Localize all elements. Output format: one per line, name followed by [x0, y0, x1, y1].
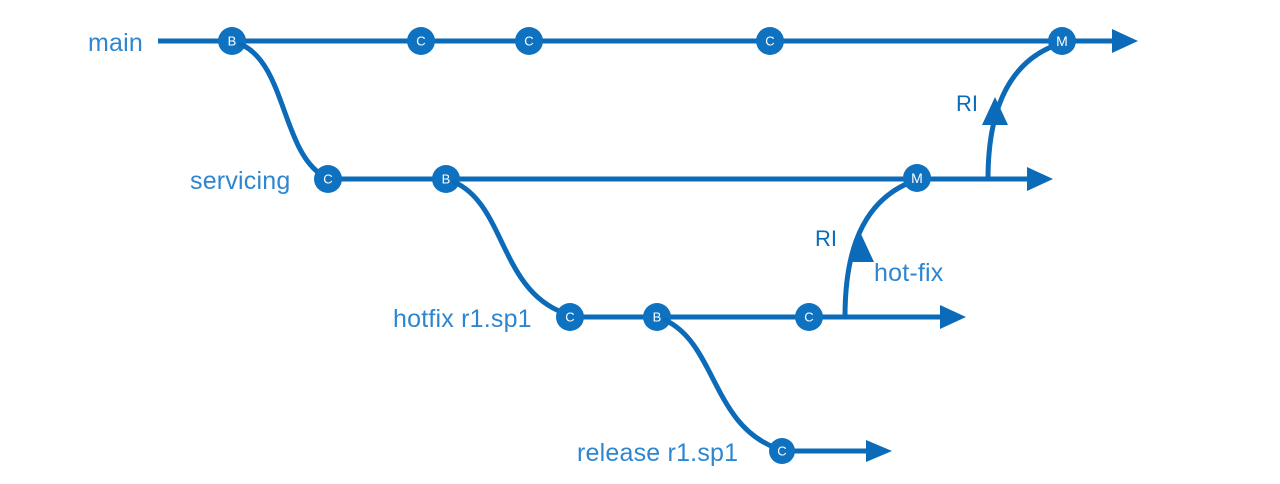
branch-curve-servicing-to-hotfix	[451, 179, 567, 316]
branch-label-hotfix: hotfix r1.sp1	[393, 305, 532, 333]
node-letter: C	[804, 310, 813, 325]
node-circle	[407, 27, 435, 55]
node-letter: B	[442, 172, 451, 187]
node-servicing-b[interactable]: B	[432, 165, 460, 193]
merge-arrow-up-icon	[982, 97, 1008, 125]
branch-release: release r1.sp1 C	[577, 317, 892, 467]
node-letter: M	[1056, 33, 1068, 49]
branch-main: main B C C C	[88, 27, 1138, 57]
node-circle	[515, 27, 543, 55]
node-letter: C	[765, 34, 774, 49]
node-release-c[interactable]: C	[769, 438, 795, 464]
branch-label-servicing: servicing	[190, 167, 290, 195]
merge-curve-servicing-to-main	[985, 42, 1059, 182]
servicing-branch-arrow-icon	[1027, 167, 1053, 191]
node-circle	[218, 27, 246, 55]
node-main-c2[interactable]: C	[515, 27, 543, 55]
node-letter: C	[777, 444, 786, 459]
node-main-m[interactable]: M	[1048, 27, 1076, 55]
node-hotfix-c1[interactable]: C	[556, 303, 584, 331]
merge-curve-hotfix-to-servicing	[842, 179, 914, 320]
node-main-c1[interactable]: C	[407, 27, 435, 55]
node-main-b[interactable]: B	[218, 27, 246, 55]
node-circle	[769, 438, 795, 464]
node-circle	[556, 303, 584, 331]
merge-label-hot-fix: hot-fix	[874, 259, 944, 287]
node-servicing-m[interactable]: M	[903, 164, 931, 192]
node-letter: C	[416, 34, 425, 49]
merge-arrow-up-icon	[848, 234, 874, 262]
merge-hotfix-to-servicing: RI hot-fix	[815, 179, 944, 320]
node-main-c3[interactable]: C	[756, 27, 784, 55]
node-letter: M	[911, 170, 923, 186]
node-servicing-c[interactable]: C	[314, 165, 342, 193]
branch-label-main: main	[88, 29, 143, 57]
node-letter: B	[653, 310, 662, 325]
main-branch-arrow-icon	[1112, 29, 1138, 53]
node-hotfix-b[interactable]: B	[643, 303, 671, 331]
branch-label-release: release r1.sp1	[577, 439, 738, 467]
node-circle	[1048, 27, 1076, 55]
node-letter: C	[524, 34, 533, 49]
node-circle	[756, 27, 784, 55]
node-hotfix-c2[interactable]: C	[795, 303, 823, 331]
hotfix-branch-arrow-icon	[940, 305, 966, 329]
branch-servicing: servicing C B	[190, 41, 1053, 195]
branch-hotfix: hotfix r1.sp1 C B C	[393, 179, 966, 333]
node-letter: C	[565, 310, 574, 325]
node-circle	[903, 164, 931, 192]
node-letter: B	[228, 34, 237, 49]
node-circle	[432, 165, 460, 193]
node-circle	[795, 303, 823, 331]
branch-curve-main-to-servicing	[237, 41, 325, 178]
node-letter: C	[323, 172, 332, 187]
merge-servicing-to-main: RI	[956, 42, 1059, 182]
branch-curve-hotfix-to-release	[662, 317, 779, 451]
release-branch-arrow-icon	[866, 440, 892, 462]
merge-label-ri-main: RI	[956, 91, 978, 116]
node-circle	[643, 303, 671, 331]
node-circle	[314, 165, 342, 193]
merge-label-ri-hotfix: RI	[815, 226, 837, 251]
